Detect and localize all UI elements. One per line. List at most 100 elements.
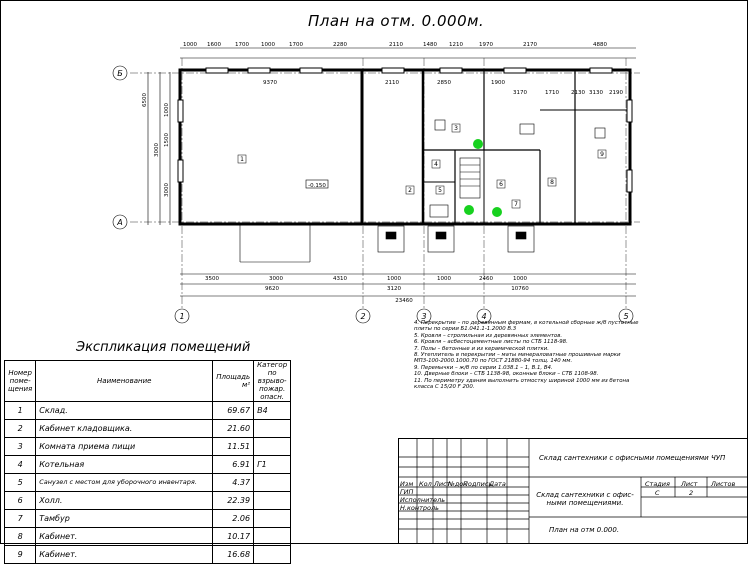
dim-left-3: 1000 — [164, 103, 170, 117]
note-line: МП3-100-2000.1000.70 по ГОСТ 21880-94 то… — [414, 358, 573, 365]
axis-label-1: 1 — [179, 312, 184, 321]
dim-top-9: 1210 — [449, 42, 463, 48]
room-area: 22.39 — [212, 491, 255, 510]
room-area: 69.67 — [212, 401, 255, 420]
dim-bottom-7: 1000 — [513, 276, 527, 282]
equipment-marker — [464, 205, 474, 215]
axis-label-5: 5 — [623, 312, 628, 321]
dim-bottom-5: 1000 — [437, 276, 451, 282]
dim-inner-5: 3170 — [513, 90, 527, 96]
stamp-sheet-header: Лист — [681, 480, 698, 488]
room-number: 6 — [3, 491, 37, 510]
note-line: класса С 15/20 F 200. — [414, 384, 475, 391]
table-row: 7 Тамбур 2.06 — [3, 509, 292, 528]
dim-bottom-1: 3500 — [205, 276, 219, 282]
dim-top-4: 1000 — [261, 42, 275, 48]
dim-top-10: 1970 — [479, 42, 493, 48]
dim-total: 23460 — [395, 298, 413, 304]
dim-inner-6: 1710 — [545, 90, 559, 96]
room-number: 1 — [3, 401, 37, 420]
dim-bottom-3: 4310 — [333, 276, 347, 282]
stamp-role-gip: ГИП — [400, 488, 414, 496]
dim-bottom-6: 2460 — [479, 276, 493, 282]
room-number: 7 — [3, 509, 37, 528]
room-label-9: 9 — [600, 151, 604, 158]
dim-top-2: 1600 — [207, 42, 221, 48]
note-line: плиты по серии Б1.041.1-1.2000 В.3 — [414, 326, 517, 333]
axis-label-2: 2 — [360, 312, 365, 321]
stamp-stage-value: С — [655, 489, 660, 497]
stamp-col-ndoc: №док — [448, 480, 468, 488]
dim-inner-7: 2130 — [571, 90, 585, 96]
room-category — [253, 545, 292, 564]
room-area: 11.51 — [212, 437, 255, 456]
stamp-sheet-title: План на отм 0.000. — [549, 526, 620, 534]
dim-left-2: 3000 — [154, 143, 160, 157]
stamp-sheet-value: 2 — [689, 489, 694, 497]
room-area: 16.68 — [212, 545, 255, 564]
stamp-stage-header: Стадия — [645, 480, 670, 488]
title-block: Склад сантехники с офисными помещениями … — [398, 438, 747, 543]
room-label-3: 3 — [454, 125, 458, 132]
room-number: 2 — [3, 419, 37, 438]
dim-top-3: 1700 — [235, 42, 249, 48]
axis-label-a: А — [116, 218, 122, 227]
room-name: Кабинет. — [35, 527, 214, 546]
stamp-object: Склад сантехники с офис-ными помещениями… — [536, 491, 634, 507]
equipment-marker — [473, 139, 483, 149]
room-name: Комната приема пищи — [35, 437, 214, 456]
room-label-5: 5 — [438, 187, 442, 194]
room-area: 4.37 — [212, 473, 255, 492]
room-number: 9 — [3, 545, 37, 564]
dim-inner-2: 2110 — [385, 80, 399, 86]
dim-inner-1: 9370 — [263, 80, 277, 86]
room-label-8: 8 — [550, 179, 554, 186]
stamp-project: Склад сантехники с офисными помещениями … — [539, 454, 726, 462]
note-line: 5. Кровля – стропильная из деревянных эл… — [414, 332, 563, 339]
floor-plan: 1000 1600 1700 1000 1700 2280 2110 1480 … — [112, 42, 640, 324]
room-category — [253, 527, 292, 546]
explication-table: Номер поме-щения Наименование Площадь м²… — [3, 360, 292, 564]
table-row: 2 Кабинет кладовщика. 21.60 — [3, 419, 292, 438]
room-label-2: 2 — [408, 187, 412, 194]
dim-top-7: 2110 — [389, 42, 403, 48]
room-category: Г1 — [253, 455, 292, 474]
room-name: Кабинет. — [35, 545, 214, 564]
table-row: 5 Санузел с местом для уборочного инвент… — [3, 473, 292, 492]
stamp-col-sign: Подпись — [463, 480, 493, 488]
room-number: 4 — [3, 455, 37, 474]
table-row: 9 Кабинет. 16.68 — [3, 545, 292, 564]
plan-title: План на отм. 0.000м. — [308, 12, 485, 30]
room-category — [253, 509, 292, 528]
stamp-role-executor: Исполнитель — [400, 496, 446, 504]
dim-inner-3: 2850 — [437, 80, 451, 86]
dim-mid-1: 9620 — [265, 286, 279, 292]
axis-label-4: 4 — [481, 312, 486, 321]
dim-top-6: 2280 — [333, 42, 347, 48]
header-number: Номер поме-щения — [3, 360, 37, 402]
table-row: 4 Котельная 6.91 Г1 — [3, 455, 292, 474]
note-line: 9. Перемычки – ж/б по серии 1.038.1 – 1,… — [414, 364, 553, 371]
dim-top-8: 1480 — [423, 42, 437, 48]
stamp-col-list: Лист — [434, 480, 451, 488]
note-line: 11. По периметру здания выполнить отмост… — [414, 377, 630, 384]
stamp-sheets-header: Листов — [711, 480, 736, 488]
room-name: Санузел с местом для уборочного инвентар… — [35, 473, 214, 492]
dim-inner-9: 2190 — [609, 90, 623, 96]
dim-inner-8: 3130 — [589, 90, 603, 96]
room-number: 8 — [3, 527, 37, 546]
dim-top-5: 1700 — [289, 42, 303, 48]
header-name: Наименование — [35, 360, 214, 402]
room-name: Склад. — [35, 401, 214, 420]
room-category: В4 — [253, 401, 292, 420]
room-label-1: 1 — [240, 156, 244, 163]
note-line: 6. Кровля – асбестоцементные листы по СТ… — [414, 339, 568, 346]
axis-label-b: Б — [117, 69, 123, 78]
room-name: Котельная — [35, 455, 214, 474]
room-name: Холл. — [35, 491, 214, 510]
room-label-4: 4 — [434, 161, 438, 168]
dim-inner-4: 1900 — [491, 80, 505, 86]
note-line: 8. Утеплитель в перекрытии – маты минера… — [414, 352, 621, 359]
room-area: 10.17 — [212, 527, 255, 546]
room-area: 21.60 — [212, 419, 255, 438]
